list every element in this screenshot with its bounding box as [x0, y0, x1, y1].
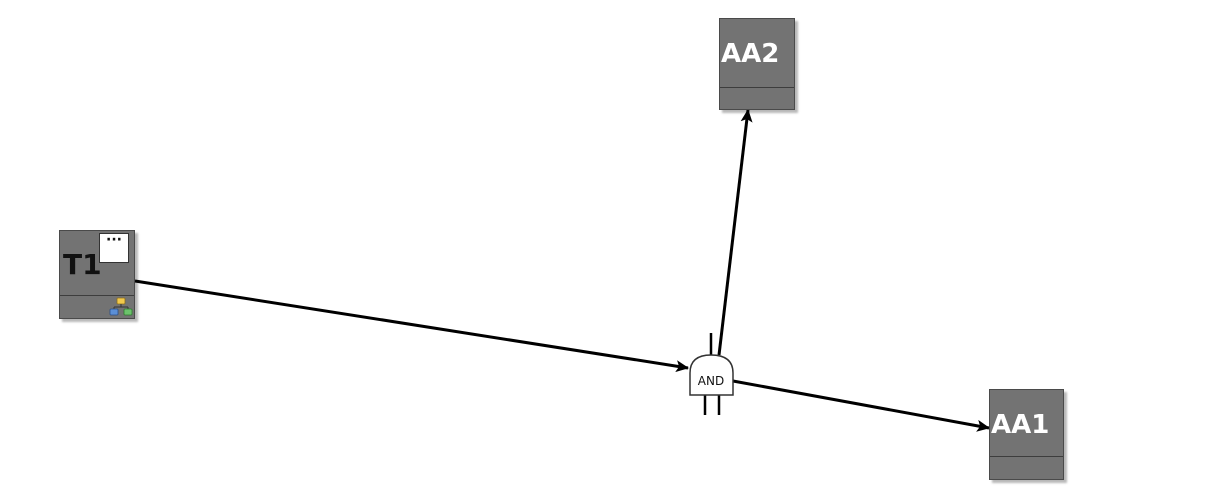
node-t1-label: T1: [63, 248, 102, 281]
node-t1[interactable]: T1 ···: [59, 230, 135, 319]
edge-t1-to-and[interactable]: [134, 279, 689, 373]
network-icon: [109, 297, 133, 316]
node-aa2[interactable]: AA2: [719, 18, 795, 110]
node-aa2-label: AA2: [721, 39, 780, 69]
and-gate-label: AND: [698, 374, 724, 388]
edge-and-to-aa2[interactable]: [717, 109, 753, 356]
node-aa1-divider: [990, 456, 1063, 457]
more-options-button[interactable]: ···: [99, 233, 129, 263]
node-aa2-divider: [720, 87, 794, 88]
edge-and-to-aa1[interactable]: [732, 379, 990, 432]
node-t1-divider: [60, 295, 134, 296]
node-aa1-label: AA1: [991, 410, 1050, 440]
node-aa1[interactable]: AA1: [989, 389, 1064, 480]
and-gate[interactable]: AND: [689, 333, 734, 415]
